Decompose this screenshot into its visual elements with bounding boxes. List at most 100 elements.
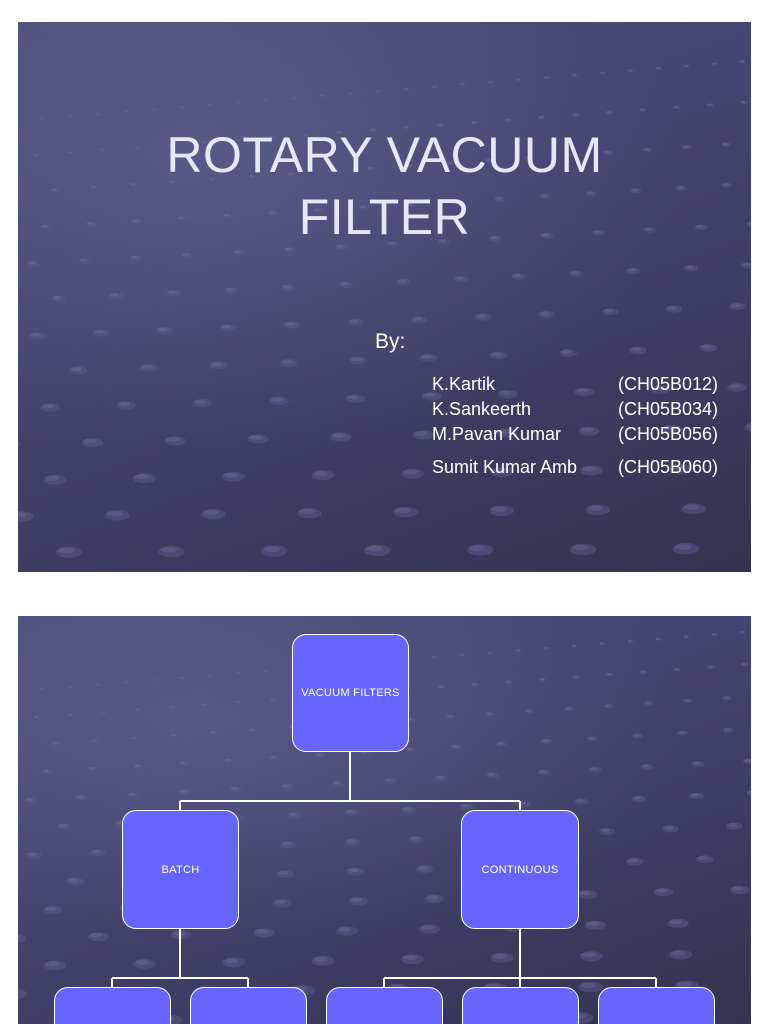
background-dot <box>744 423 751 432</box>
author-row: K.Sankeerth (CH05B034) <box>432 399 732 424</box>
background-dot <box>571 113 580 117</box>
background-dot-highlight <box>471 121 477 124</box>
node-continuous: CONTINUOUS <box>461 810 579 929</box>
background-dot <box>538 115 546 120</box>
background-dot <box>166 289 181 297</box>
background-dot-highlight <box>469 545 486 551</box>
background-dot-highlight <box>221 324 232 329</box>
background-dot <box>729 302 746 311</box>
by-label: By: <box>375 330 406 353</box>
author-row: K.Kartik (CH05B012) <box>432 374 732 399</box>
background-dot-highlight <box>249 435 263 440</box>
background-dot-highlight <box>600 71 605 74</box>
author-row: Sumit Kumar Amb (CH05B060) <box>432 457 732 482</box>
background-dot <box>683 265 698 272</box>
dot-pattern-background <box>18 60 751 558</box>
background-dot-highlight <box>540 311 550 316</box>
background-dot <box>116 401 137 410</box>
background-dot-highlight <box>313 471 328 477</box>
background-dot <box>232 249 246 256</box>
background-dot <box>467 544 494 556</box>
background-dot-highlight <box>166 437 180 442</box>
background-dot-highlight <box>347 395 360 400</box>
background-dot-highlight <box>79 258 88 262</box>
background-dot <box>459 83 466 87</box>
background-dot <box>543 76 550 80</box>
background-dot-highlight <box>404 87 409 90</box>
background-dot-highlight <box>570 271 579 275</box>
background-dot <box>109 292 124 299</box>
background-dot <box>283 321 300 329</box>
background-dot <box>311 470 335 481</box>
background-dot-highlight <box>700 344 712 349</box>
background-dot-highlight <box>412 316 423 321</box>
author-id: (CH05B034) <box>617 399 718 419</box>
background-dot <box>489 351 508 360</box>
background-dot <box>349 356 368 365</box>
background-dot-highlight <box>639 108 645 111</box>
background-dot <box>411 316 428 324</box>
background-dot <box>319 94 326 98</box>
background-dot <box>681 503 706 514</box>
background-dot-highlight <box>683 504 699 510</box>
title-line-1: ROTARY VACUUM <box>166 127 603 183</box>
background-dot <box>180 252 194 259</box>
background-dot-highlight <box>180 106 185 108</box>
background-dot <box>158 545 185 558</box>
background-dot-highlight <box>282 285 292 289</box>
background-dot <box>655 67 662 70</box>
background-dot-highlight <box>673 106 679 108</box>
background-dot <box>40 403 60 412</box>
background-dot-highlight <box>742 262 751 266</box>
background-dot <box>132 473 156 484</box>
background-dot <box>403 87 410 91</box>
background-dot <box>261 545 288 557</box>
background-dot <box>67 115 74 119</box>
background-dot-highlight <box>332 433 345 438</box>
background-dot-highlight <box>45 475 60 481</box>
background-dot-highlight <box>603 308 614 313</box>
background-dot-highlight <box>320 94 325 97</box>
background-dot-highlight <box>376 90 381 92</box>
background-dot <box>568 270 583 277</box>
author-name: K.Sankeerth <box>432 399 532 419</box>
background-dot <box>605 110 613 115</box>
background-dot-highlight <box>460 83 465 85</box>
background-dot-highlight <box>182 253 190 256</box>
background-dot-highlight <box>208 104 213 106</box>
background-dot-highlight <box>281 359 292 364</box>
background-dot <box>81 438 103 448</box>
background-dot-highlight <box>124 110 129 113</box>
background-dot <box>431 85 438 89</box>
background-dot-highlight <box>544 76 549 79</box>
background-dot-highlight <box>656 67 661 69</box>
background-dot-highlight <box>110 293 119 297</box>
background-dot-highlight <box>538 116 544 118</box>
background-dot-highlight <box>395 507 411 514</box>
background-dot-highlight <box>349 319 359 324</box>
background-dot <box>739 60 746 64</box>
background-dot-highlight <box>572 113 578 116</box>
background-dot-highlight <box>263 546 280 553</box>
background-dot-highlight <box>675 544 692 550</box>
background-dot-highlight <box>141 364 153 369</box>
background-dot <box>220 324 237 332</box>
background-dot-highlight <box>403 469 418 475</box>
author-id: (CH05B060) <box>617 457 718 477</box>
background-dot <box>330 432 352 442</box>
background-dot <box>222 471 246 482</box>
node-continuous-child-3 <box>598 987 715 1024</box>
background-dot-highlight <box>421 354 432 359</box>
background-dot-highlight <box>685 265 694 269</box>
title-slide: ROTARY VACUUM FILTER By: K.Kartik (CH05B… <box>18 22 751 572</box>
background-dot <box>419 354 438 362</box>
background-dot <box>706 103 715 107</box>
background-dot <box>569 543 597 555</box>
background-dot-highlight <box>167 290 177 294</box>
background-dot-highlight <box>30 332 41 337</box>
background-dot <box>55 546 82 558</box>
background-dot-highlight <box>348 92 353 95</box>
background-dot <box>672 543 700 555</box>
background-dot <box>538 310 555 318</box>
